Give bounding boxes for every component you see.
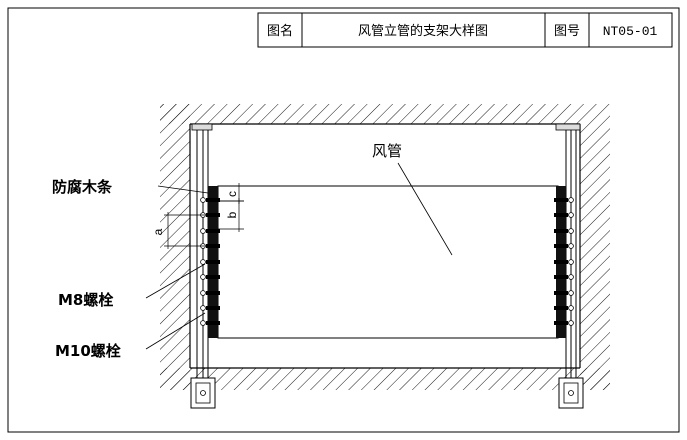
dimension-a: a: [151, 212, 205, 249]
bolt-nut: [554, 198, 568, 202]
drawing-frame: [7, 7, 680, 433]
bolt-hole: [568, 274, 574, 280]
bolt-nut: [554, 260, 568, 264]
title-name-label: 图名: [267, 23, 293, 39]
bolt-group-right: [554, 197, 574, 326]
bolt-hole: [568, 320, 574, 326]
bolt-hole: [568, 290, 574, 296]
m10-bolt-leader: [145, 312, 206, 350]
title-number-label: 图号: [554, 24, 580, 39]
bolt-nut: [554, 275, 568, 279]
bolt-group-left: [200, 197, 220, 326]
duct-label: 风管: [372, 142, 402, 160]
bolt-hole: [568, 259, 574, 265]
bolt-hole: [200, 305, 206, 311]
title-number-value: NT05-01: [603, 24, 658, 39]
support-angle-right: [565, 130, 577, 380]
bolt-nut: [206, 260, 220, 264]
bolt-nut: [206, 213, 220, 217]
bolt-hole: [200, 259, 206, 265]
top-plate-left: [191, 123, 213, 131]
dim-label-b: b: [225, 211, 239, 218]
bolt-hole: [200, 320, 206, 326]
title-name-value: 风管立管的支架大样图: [358, 23, 488, 39]
bolt-nut: [206, 321, 220, 325]
bolt-nut: [206, 291, 220, 295]
dimension-b: b: [218, 198, 244, 232]
bolt-hole: [200, 274, 206, 280]
bolt-nut: [206, 275, 220, 279]
bolt-hole: [568, 228, 574, 234]
bolt-hole: [568, 243, 574, 249]
wood-strip-label: 防腐木条: [52, 178, 113, 196]
anchor-block-left: [190, 377, 216, 409]
bolt-nut: [206, 306, 220, 310]
support-angle-left: [196, 130, 209, 380]
dim-label-a: a: [151, 228, 165, 235]
anchor-block-right: [558, 377, 584, 409]
bolt-nut: [206, 244, 220, 248]
bolt-hole: [568, 305, 574, 311]
wood-strip-leader: [157, 185, 209, 194]
bolt-nut: [206, 198, 220, 202]
top-plate-right: [555, 123, 581, 131]
bolt-hole: [200, 290, 206, 296]
bolt-nut: [554, 291, 568, 295]
dim-label-c: c: [225, 191, 239, 197]
bolt-hole: [568, 212, 574, 218]
bolt-hole: [568, 197, 574, 203]
duct-body: [217, 185, 559, 339]
m10-bolt-label: M10螺栓: [55, 342, 121, 360]
bolt-nut: [554, 229, 568, 233]
m8-bolt-label: M8螺栓: [58, 291, 113, 309]
title-block: 图名 风管立管的支架大样图 图号 NT05-01: [257, 12, 673, 48]
wall-hatching: [160, 104, 610, 390]
duct-leader: [397, 162, 453, 256]
bolt-nut: [554, 213, 568, 217]
bolt-hole: [200, 197, 206, 203]
bolt-hole: [200, 228, 206, 234]
bolt-nut: [554, 244, 568, 248]
m8-bolt-leader: [145, 263, 206, 299]
bolt-nut: [554, 321, 568, 325]
bolt-nut: [554, 306, 568, 310]
bolt-nut: [206, 229, 220, 233]
